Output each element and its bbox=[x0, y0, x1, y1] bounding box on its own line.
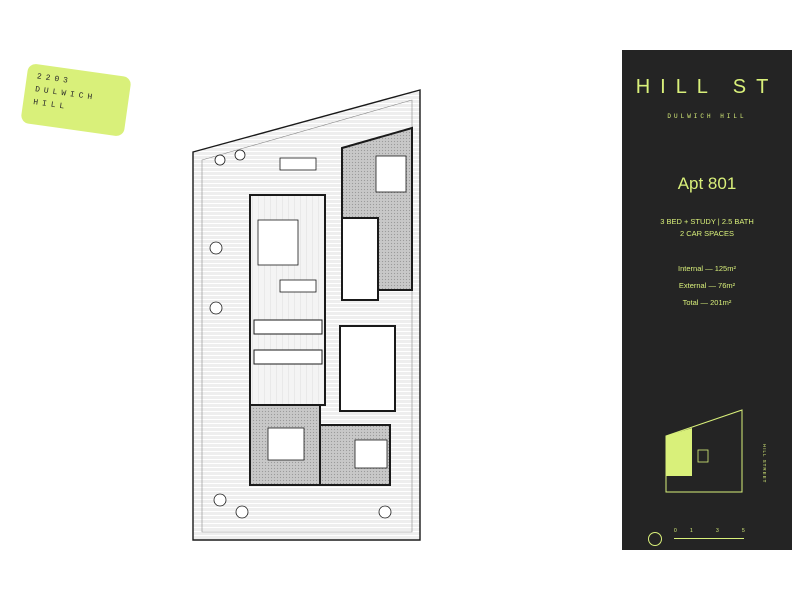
bathroom bbox=[339, 325, 396, 412]
bed-2 bbox=[267, 427, 305, 461]
terrace-dining-table bbox=[279, 157, 317, 171]
plant bbox=[235, 505, 249, 519]
bed-3 bbox=[354, 439, 388, 469]
scale-line bbox=[674, 538, 744, 539]
plant bbox=[213, 493, 227, 507]
config-car: 2 CAR SPACES bbox=[679, 229, 735, 238]
sofa bbox=[257, 219, 299, 266]
scale-5: 5 bbox=[742, 528, 745, 534]
terrace-inner bbox=[201, 99, 413, 533]
internal-area: Internal — 125m² bbox=[678, 264, 736, 273]
ensuite bbox=[341, 217, 379, 301]
kitchen-bench bbox=[253, 349, 323, 365]
scale-0: 0 bbox=[674, 528, 677, 534]
brand-suburb: DULWICH HILL bbox=[667, 113, 747, 120]
plant bbox=[209, 241, 223, 255]
floor-plan bbox=[192, 89, 421, 541]
scale-1: 1 bbox=[690, 528, 693, 534]
area-summary: Internal — 125m² External — 76m² Total —… bbox=[622, 260, 792, 311]
plant bbox=[209, 301, 223, 315]
brand-title: HILL ST bbox=[635, 76, 779, 98]
config-bed-bath: 3 BED + STUDY | 2.5 BATH bbox=[660, 217, 754, 226]
plant bbox=[214, 154, 226, 166]
external-area: External — 76m² bbox=[678, 281, 736, 290]
total-area: Total — 201m² bbox=[682, 298, 732, 307]
plant bbox=[234, 149, 246, 161]
apartment-number: Apt 801 bbox=[677, 174, 737, 193]
north-arrow-icon bbox=[648, 532, 662, 546]
key-plan bbox=[665, 409, 743, 493]
address-stamp: 2203 DULWICH HILL bbox=[20, 63, 132, 137]
dining-table bbox=[279, 279, 317, 293]
master-bed bbox=[375, 155, 407, 193]
plant bbox=[378, 505, 392, 519]
scale-bar: 0 1 3 5 bbox=[674, 528, 800, 544]
apartment-config: 3 BED + STUDY | 2.5 BATH 2 CAR SPACES bbox=[622, 216, 792, 240]
scale-3: 3 bbox=[716, 528, 719, 534]
info-panel: HILL ST DULWICH HILL Apt 801 3 BED + STU… bbox=[622, 50, 792, 550]
kitchen-island bbox=[253, 319, 323, 335]
street-label: HILL STREET bbox=[762, 444, 767, 484]
